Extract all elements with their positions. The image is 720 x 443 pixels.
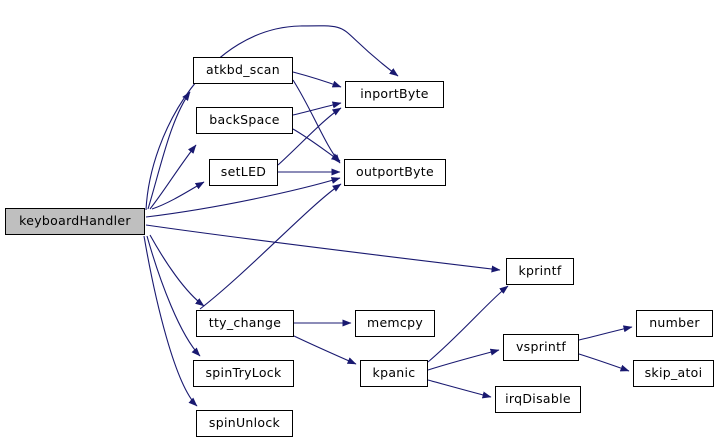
- edge-keyboardHandler-to-kprintf: [145, 224, 501, 273]
- node-backSpace[interactable]: backSpace: [196, 107, 293, 134]
- edge-keyboardHandler-to-tty_change: [149, 234, 205, 307]
- node-tty_change[interactable]: tty_change: [196, 310, 294, 337]
- node-label-keyboardHandler: keyboardHandler: [19, 213, 131, 229]
- edge-keyboardHandler-to-spinTryLock: [146, 235, 201, 357]
- node-irqDisable[interactable]: irqDisable: [495, 386, 581, 413]
- node-label-tty_change: tty_change: [208, 315, 282, 331]
- edge-atkbd_scan-to-outportByte: [292, 79, 341, 164]
- node-vsprintf[interactable]: vsprintf: [503, 334, 579, 361]
- node-label-atkbd_scan: atkbd_scan: [206, 62, 280, 78]
- node-label-inportByte: inportByte: [360, 86, 429, 102]
- edge-atkbd_scan-to-inportByte: [292, 71, 342, 88]
- edge-keyboardHandler-to-outportByte: [145, 177, 341, 218]
- node-atkbd_scan[interactable]: atkbd_scan: [193, 57, 293, 84]
- node-skip_atoi[interactable]: skip_atoi: [633, 360, 714, 387]
- edge-backSpace-to-outportByte: [292, 128, 341, 162]
- node-spinTryLock[interactable]: spinTryLock: [193, 360, 294, 387]
- edge-tty_change-to-kpanic: [293, 335, 357, 365]
- edge-kpanic-to-kprintf: [427, 285, 509, 363]
- node-label-setLED: setLED: [220, 164, 267, 180]
- edge-group: [143, 25, 633, 407]
- edge-keyboardHandler-to-inportByte: [145, 25, 399, 211]
- node-outportByte[interactable]: outportByte: [344, 159, 446, 186]
- node-setLED[interactable]: setLED: [209, 159, 278, 186]
- edge-setLED-to-inportByte: [277, 107, 342, 166]
- edge-vsprintf-to-skip_atoi: [578, 353, 630, 372]
- node-label-kprintf: kprintf: [518, 263, 562, 279]
- edge-keyboardHandler-to-setLED: [151, 181, 205, 210]
- node-number[interactable]: number: [636, 310, 713, 337]
- node-label-spinTryLock: spinTryLock: [205, 365, 282, 381]
- edge-backSpace-to-inportByte: [292, 101, 342, 116]
- node-memcpy[interactable]: memcpy: [355, 310, 435, 337]
- node-label-vsprintf: vsprintf: [515, 339, 567, 355]
- edge-kpanic-to-irqDisable: [427, 379, 492, 399]
- node-label-outportByte: outportByte: [356, 164, 434, 180]
- edge-vsprintf-to-number: [578, 325, 633, 341]
- node-label-spinUnlock: spinUnlock: [208, 415, 281, 431]
- node-label-number: number: [649, 315, 700, 331]
- edge-kpanic-to-vsprintf: [427, 348, 500, 371]
- edge-keyboardHandler-to-atkbd_scan: [147, 91, 191, 210]
- edge-keyboardHandler-to-spinUnlock: [143, 235, 198, 407]
- edge-tty_change-to-outportByte: [199, 183, 342, 310]
- node-label-memcpy: memcpy: [366, 315, 424, 331]
- node-inportByte[interactable]: inportByte: [345, 81, 444, 108]
- node-kpanic[interactable]: kpanic: [360, 360, 428, 387]
- node-label-skip_atoi: skip_atoi: [644, 365, 703, 381]
- edge-keyboardHandler-to-backSpace: [149, 144, 197, 210]
- node-label-irqDisable: irqDisable: [505, 391, 571, 407]
- node-kprintf[interactable]: kprintf: [506, 258, 574, 285]
- node-label-backSpace: backSpace: [209, 112, 280, 128]
- node-keyboardHandler[interactable]: keyboardHandler: [5, 208, 145, 235]
- node-label-kpanic: kpanic: [372, 365, 416, 381]
- node-spinUnlock[interactable]: spinUnlock: [196, 410, 293, 437]
